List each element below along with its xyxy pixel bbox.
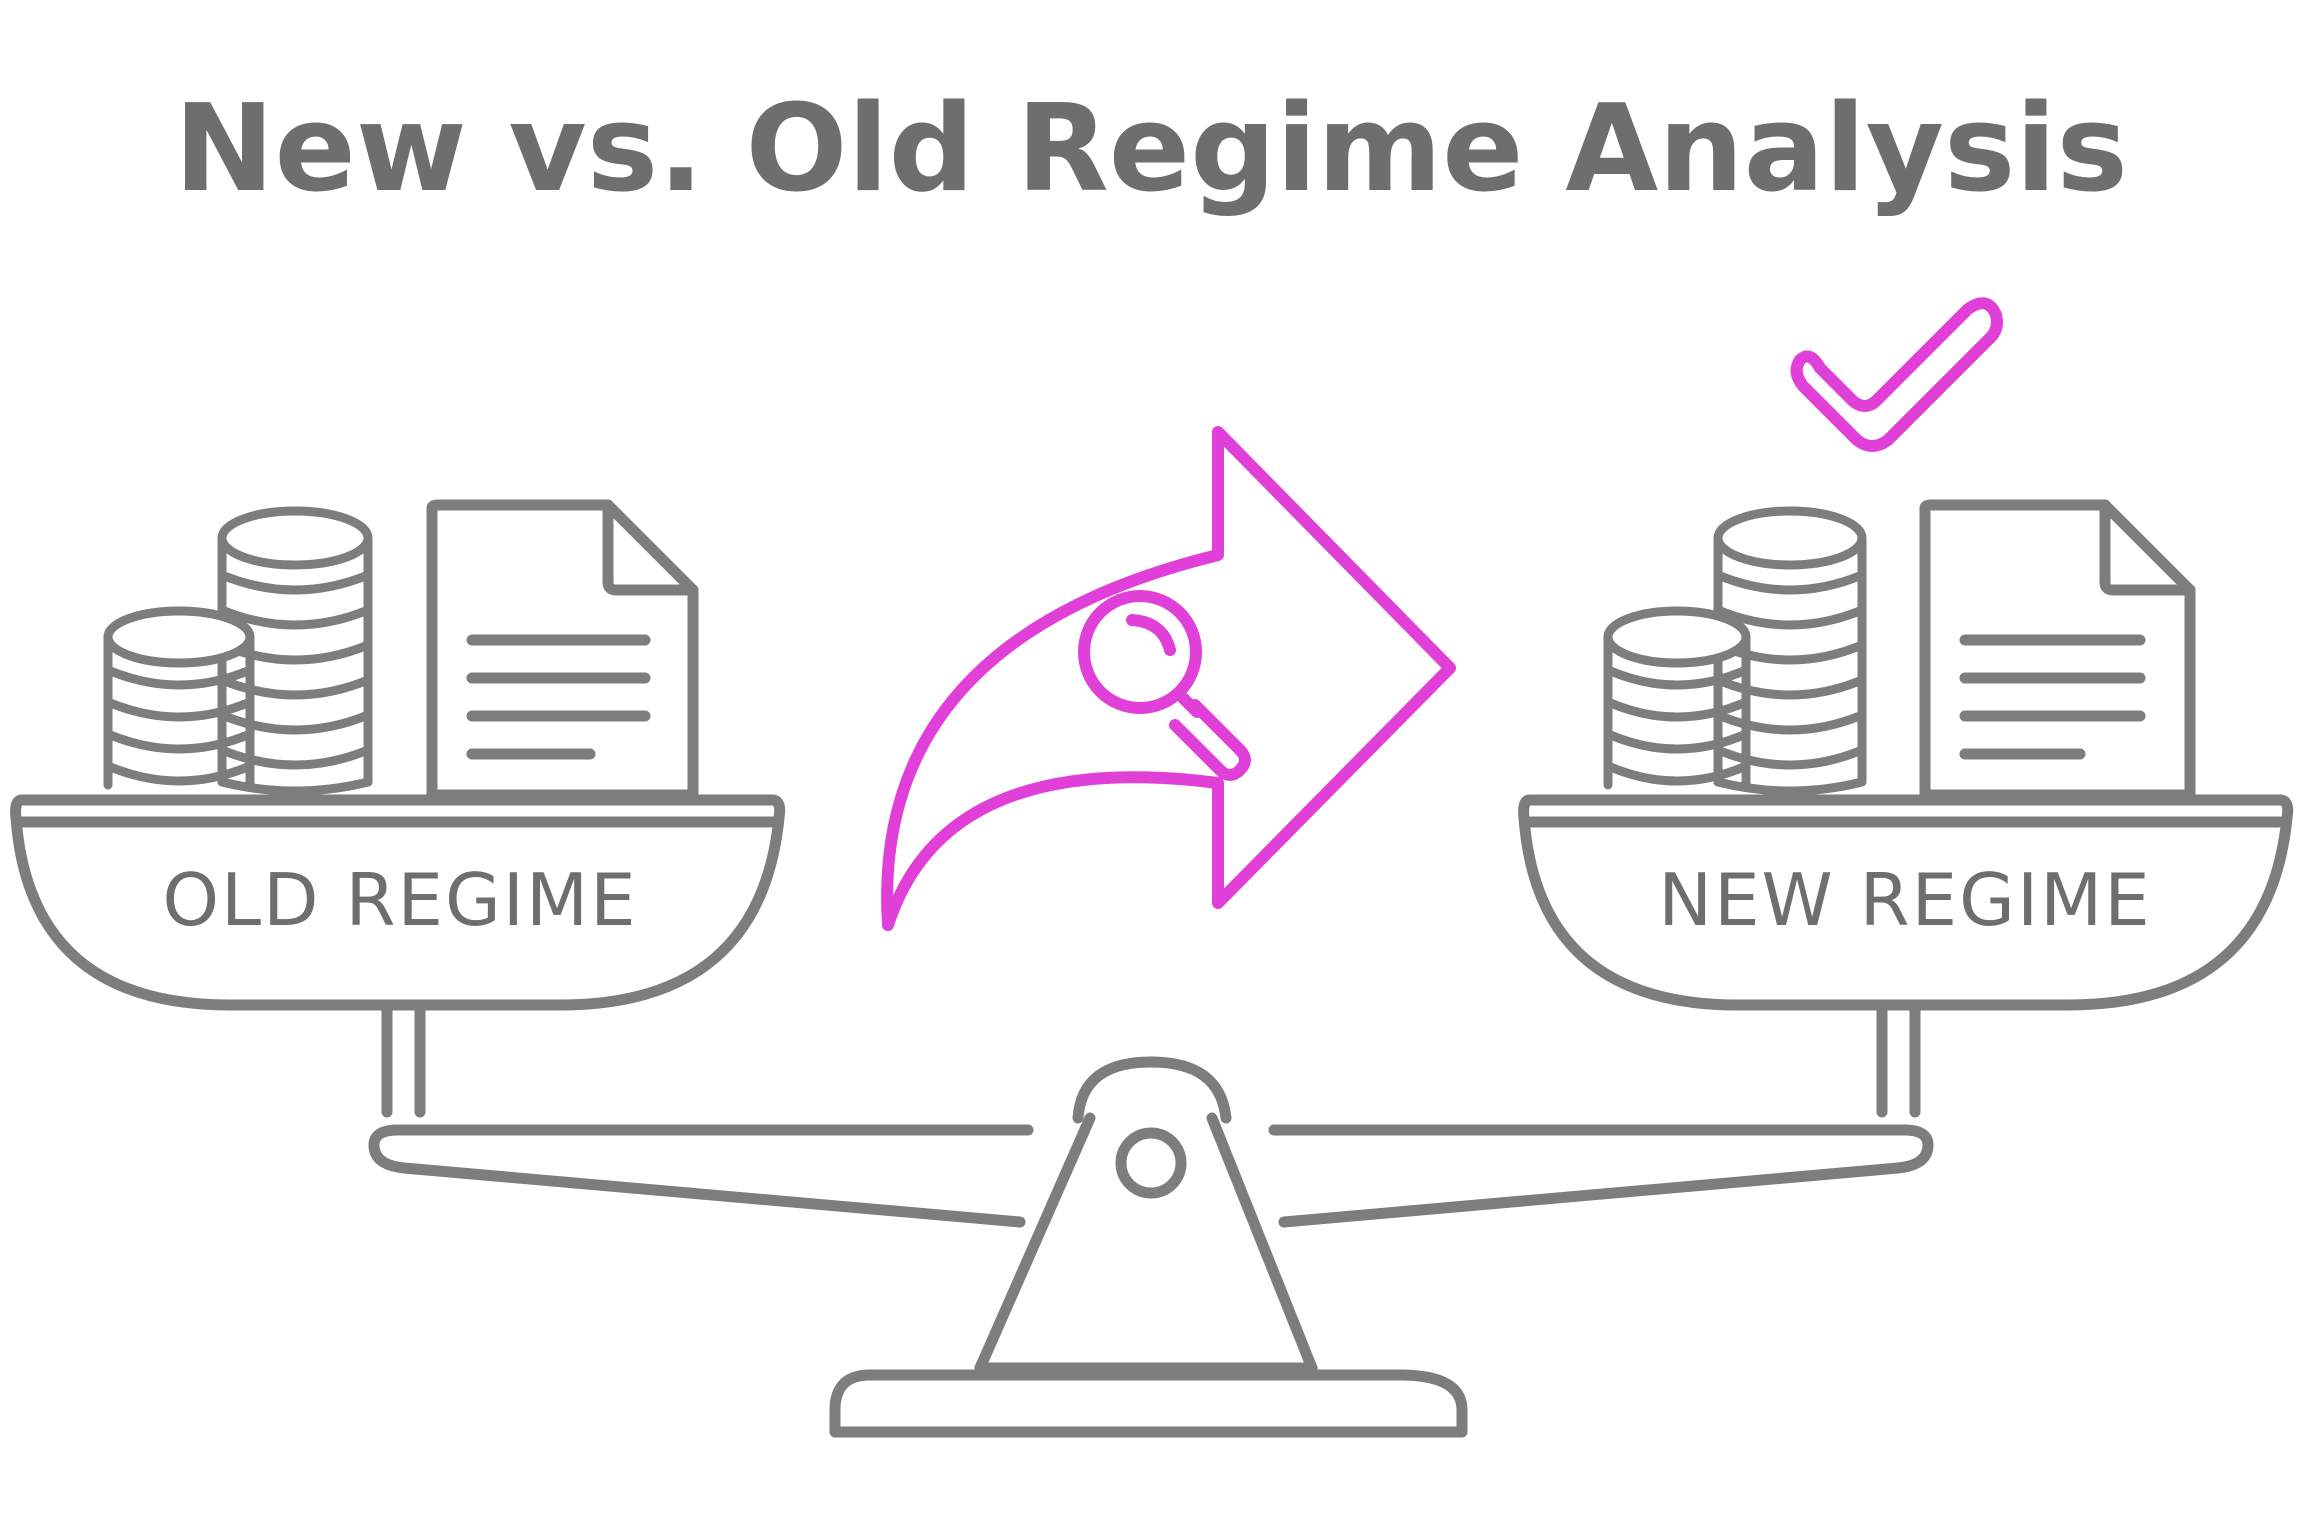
document-icon [1919, 499, 2196, 801]
scale-beam [368, 1124, 1934, 1228]
left-pan: OLD REGIME [10, 794, 786, 1011]
coin-stack-icon [1603, 506, 1867, 796]
right-pan: NEW REGIME [1518, 794, 2294, 1011]
scale-stand [829, 1056, 1468, 1438]
page-title: New vs. Old Regime Analysis [174, 80, 2128, 219]
checkmark-icon [1790, 297, 2003, 452]
coin-stack-icon [103, 506, 373, 796]
pan-supports [381, 1002, 1921, 1118]
new-regime-label: NEW REGIME [1658, 858, 2152, 942]
curved-arrow-icon [881, 426, 1456, 931]
magnifying-glass-icon [1078, 590, 1251, 781]
document-icon [426, 499, 699, 801]
old-regime-label: OLD REGIME [162, 858, 637, 942]
